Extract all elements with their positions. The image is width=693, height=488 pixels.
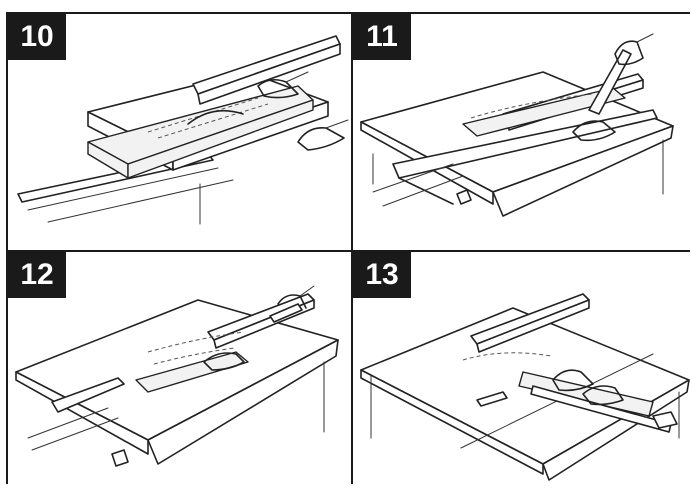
step-number-badge: 13	[353, 252, 411, 298]
illustration-push-stick-cut	[360, 33, 674, 217]
illustration-push-block-cut	[15, 285, 339, 467]
step-number-badge: 12	[8, 252, 66, 298]
panel-12: 12	[8, 252, 351, 488]
panel-13: 13	[353, 252, 693, 488]
step-number-badge: 11	[353, 14, 411, 60]
illustration-grid: 10	[6, 12, 693, 488]
illustration-rip-fence-cut	[17, 35, 349, 225]
step-number-badge: 10	[8, 14, 66, 60]
panel-10: 10	[8, 14, 351, 250]
panel-11: 11	[353, 14, 693, 250]
illustration-miter-gauge-cut	[360, 293, 690, 481]
